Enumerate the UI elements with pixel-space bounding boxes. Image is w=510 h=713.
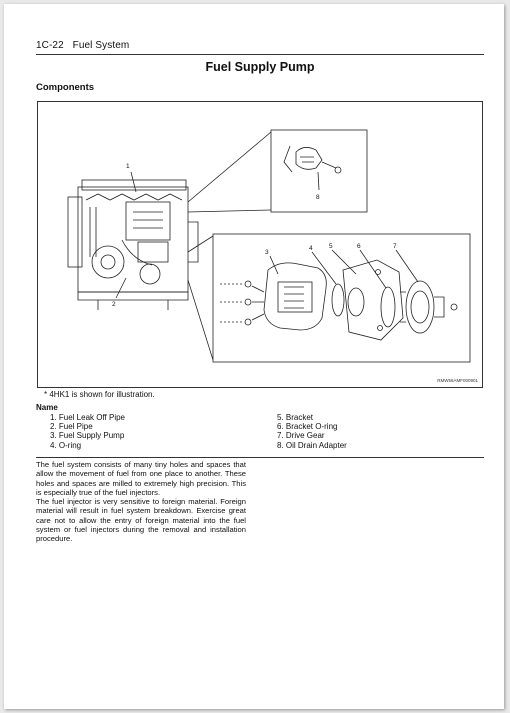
body-text: The fuel system consists of many tiny ho…: [36, 460, 246, 544]
page-header: 1C-22 Fuel System: [36, 40, 135, 51]
components-illustration: 1 2 3 4 5 6 7 8 RMW56AMF000901: [37, 101, 483, 388]
section-divider: [36, 457, 484, 458]
section-code: 1C-22: [36, 40, 64, 51]
callout-6: 6: [357, 243, 361, 250]
engine-drawing: [67, 179, 199, 310]
manual-page: 1C-22 Fuel System Fuel Supply Pump Compo…: [4, 4, 504, 709]
list-item: 3. Fuel Supply Pump: [50, 431, 125, 441]
callout-8: 8: [316, 194, 320, 201]
paragraph: The fuel system consists of many tiny ho…: [36, 460, 246, 497]
section-name: Fuel System: [72, 40, 130, 51]
name-heading: Name: [36, 403, 58, 412]
list-item: 1. Fuel Leak Off Pipe: [50, 413, 126, 422]
illustration-svg: 1 2 3 4 5 6 7 8: [67, 129, 471, 363]
name-list-left: 1. Fuel Leak Off Pipe 2. Fuel Pipe 3. Fu…: [50, 413, 125, 450]
callout-4: 4: [309, 245, 313, 252]
name-list-right: 5. Bracket 6. Bracket O-ring 7. Drive Ge…: [277, 413, 347, 450]
list-item: 4. O-ring: [50, 440, 82, 450]
list-item: 8. Oil Drain Adapter: [277, 440, 347, 450]
header-rule: [36, 54, 484, 55]
pump-detail: [212, 233, 471, 363]
list-item: 2. Fuel Pipe: [50, 422, 93, 432]
callout-3: 3: [265, 249, 269, 256]
figure-code: RMW56AMF000901: [437, 378, 478, 383]
paragraph: The fuel injector is very sensitive to f…: [36, 497, 246, 544]
illustration-caption: * 4HK1 is shown for illustration.: [44, 390, 155, 399]
list-item: 5. Bracket: [277, 413, 314, 422]
callout-1: 1: [126, 163, 130, 170]
callout-7: 7: [393, 243, 397, 250]
list-item: 6. Bracket O-ring: [277, 422, 338, 432]
callout-5: 5: [329, 243, 333, 250]
components-heading: Components: [36, 82, 95, 93]
oil-drain-detail: [270, 129, 368, 213]
page-title: Fuel Supply Pump: [205, 60, 315, 74]
callout-2: 2: [112, 301, 116, 308]
list-item: 7. Drive Gear: [277, 431, 325, 441]
